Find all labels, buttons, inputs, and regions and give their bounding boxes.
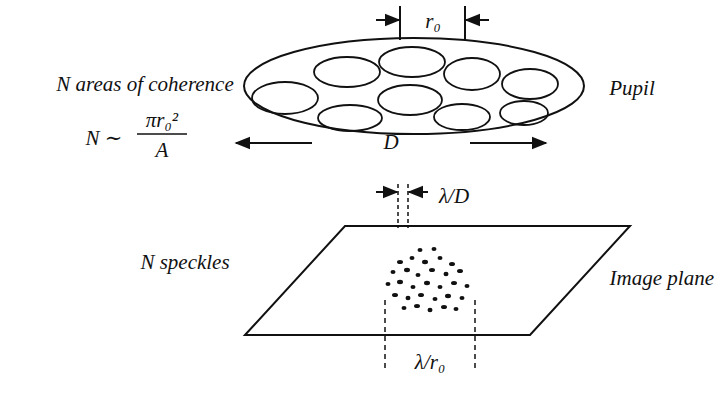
dimension-label: λ/D [439, 186, 469, 207]
image-plane-label: Image plane [610, 268, 714, 289]
pupil-ellipse [244, 38, 584, 134]
pupil-label: Pupil [609, 78, 655, 99]
speckle-caption: N speckles [140, 252, 229, 273]
speckles [386, 247, 470, 312]
pupil-caption: N areas of coherence [56, 74, 233, 95]
fraction-denominator: A [156, 140, 169, 161]
image-plane [245, 226, 630, 335]
dimension-label: r₀ [425, 11, 440, 32]
dimension-label: D [383, 132, 398, 153]
fraction-numerator: πr₀² [146, 110, 178, 131]
dimension-label: λ/r₀ [415, 352, 445, 373]
formula-left: N ∼ [86, 128, 123, 149]
coherence-areas [252, 47, 558, 131]
